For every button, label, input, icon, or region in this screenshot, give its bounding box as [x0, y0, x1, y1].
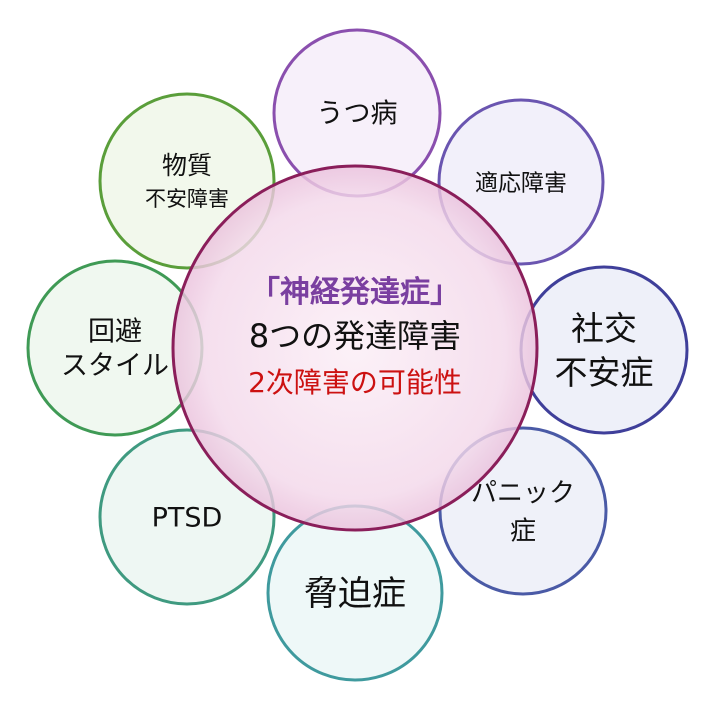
satellite-depression: うつ病	[272, 28, 442, 198]
center-title: 「神経発達症」	[250, 275, 460, 310]
satellite-label-depression-0: うつ病	[317, 99, 398, 130]
satellite-label-panic-1: 症	[510, 516, 536, 546]
satellite-label-material-anxiety-0: 物質	[162, 151, 212, 180]
center-circle: 「神経発達症」 8つの発達障害 2次障害の可能性	[171, 164, 539, 532]
satellite-label-avoidance-0: 回避	[88, 317, 142, 348]
satellite-label-panic-0: パニック	[471, 478, 575, 508]
satellite-label-avoidance-1: スタイル	[61, 351, 169, 382]
satellite-ocd: 脅迫症	[266, 504, 444, 682]
center-circle-shape	[171, 164, 539, 532]
center-line3: 2次障害の可能性	[248, 366, 462, 399]
satellite-label-ocd-0: 脅迫症	[304, 574, 406, 614]
satellite-label-social-anxiety-1: 不安症	[555, 353, 654, 392]
satellite-label-social-anxiety-0: 社交	[571, 309, 637, 348]
satellite-circle-social-anxiety	[519, 265, 689, 435]
satellite-label-ptsd-0: PTSD	[152, 503, 223, 534]
center-line2: 8つの発達障害	[249, 317, 461, 355]
satellite-label-adjustment-0: 適応障害	[475, 170, 567, 196]
satellite-label-material-anxiety-1: 不安障害	[145, 187, 229, 211]
